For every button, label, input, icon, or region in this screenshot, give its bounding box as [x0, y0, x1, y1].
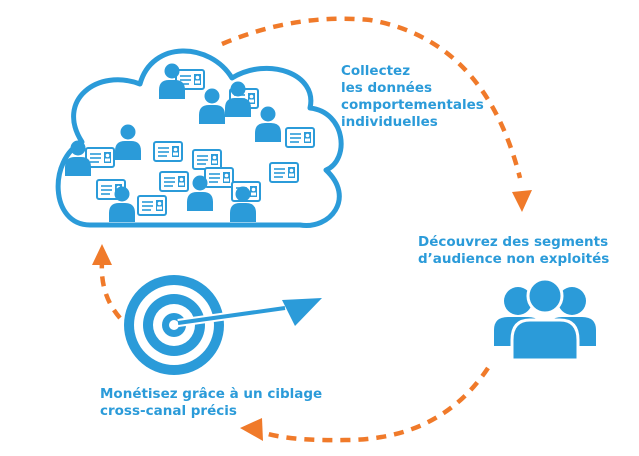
step-collect-line: les données [341, 80, 433, 96]
dashed-arc-collect-to-discover [221, 16, 523, 179]
step-monetize-line: cross-canal précis [100, 403, 237, 419]
step-discover-label: Découvrez des segments d’audience non ex… [418, 234, 609, 268]
step-collect-line: Collectez [341, 63, 411, 79]
arrowhead-left [240, 418, 263, 441]
dashed-arc-monetize-to-collect [99, 261, 122, 320]
step-monetize-line: Monétisez grâce à un ciblage [100, 386, 323, 402]
dashed-arc-discover-to-monetize [267, 366, 490, 443]
step-discover-line: Découvrez des segments [418, 234, 609, 250]
step-collect-line: individuelles [341, 114, 438, 130]
arrowhead-up [92, 244, 112, 265]
step-collect-line: comportementales [341, 97, 484, 113]
arrowhead-down-right [512, 190, 532, 212]
step-collect-label: Collectez les données comportementales i… [341, 63, 484, 131]
step-monetize-label: Monétisez grâce à un ciblage cross-canal… [100, 386, 322, 420]
target-arrow-icon [124, 275, 322, 375]
step-discover-line: d’audience non exploités [418, 251, 610, 267]
people-group-icon [494, 277, 596, 362]
